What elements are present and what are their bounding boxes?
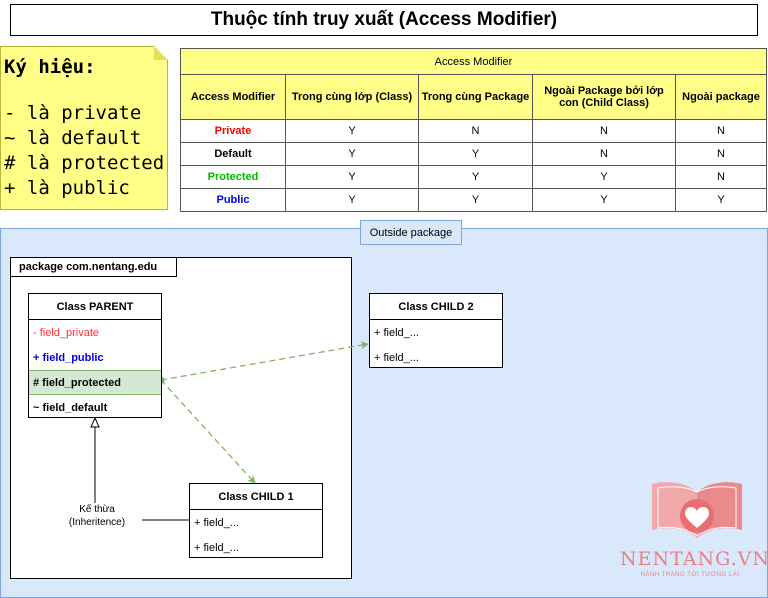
access-cell: Y: [418, 165, 533, 189]
access-cell: Y: [675, 188, 767, 212]
outside-package-label: Outside package: [360, 220, 462, 245]
legend-item-private: - là private: [4, 102, 142, 124]
logo-tagline: HÀNH TRANG TỚI TƯƠNG LAI: [640, 572, 740, 578]
access-cell: Y: [532, 165, 676, 189]
column-header: Ngoài package: [675, 74, 767, 120]
access-cell: Y: [418, 142, 533, 166]
access-cell: N: [418, 119, 533, 143]
column-header: Access Modifier: [180, 74, 286, 120]
package-label: package com.nentang.edu: [10, 257, 177, 277]
column-header: Trong cùng Package: [418, 74, 533, 120]
inheritance-label-text: Kế thừa(Inheritence): [68, 504, 126, 528]
class-parent-field: + field_public: [33, 351, 104, 364]
legend-title: Ký hiệu:: [4, 56, 96, 78]
access-modifier-table: Access Modifier Access Modifier Trong cù…: [180, 48, 767, 212]
class-child1-name: Class CHILD 1: [190, 484, 322, 510]
note-fold: [154, 46, 168, 60]
table-group-header: Access Modifier: [180, 48, 767, 75]
class-parent-field: ~ field_default: [33, 401, 108, 414]
legend-item-public: + là public: [4, 177, 130, 199]
inheritance-arrow-icon: [90, 416, 100, 428]
class-child1-field: + field_...: [194, 541, 239, 554]
column-header: Ngoài Package bởi lớp con (Child Class): [532, 74, 676, 120]
diagram-title: Thuộc tính truy xuất (Access Modifier): [10, 4, 758, 36]
class-child2-name: Class CHILD 2: [370, 294, 502, 320]
logo-text: NENTANG.VN: [620, 548, 768, 570]
class-parent-field: - field_private: [33, 326, 100, 339]
column-header: Trong cùng lớp (Class): [285, 74, 419, 120]
access-cell: N: [675, 142, 767, 166]
class-child1-field: + field_...: [194, 516, 239, 529]
book-heart-logo-icon: [652, 482, 742, 538]
modifier-cell: Protected: [180, 165, 286, 189]
modifier-cell: Public: [180, 188, 286, 212]
protected-to-child2-link: [160, 341, 369, 381]
class-parent: Class PARENT - field_private + field_publ…: [28, 293, 162, 418]
legend-item-protected: # là protected: [4, 152, 165, 174]
class-parent-field: # field_protected: [29, 370, 161, 395]
class-parent-name: Class PARENT: [29, 294, 161, 320]
legend-item-default: ~ là default: [4, 127, 142, 149]
modifier-cell: Default: [180, 142, 286, 166]
class-child2-field: + field_...: [374, 326, 419, 339]
access-cell: N: [532, 119, 676, 143]
protected-to-child1-link: [160, 379, 256, 484]
access-cell: Y: [285, 188, 419, 212]
inheritance-label: Kế thừa(Inheritence): [52, 503, 142, 529]
class-child2: Class CHILD 2 + field_... + field_...: [369, 293, 503, 368]
class-child2-field: + field_...: [374, 351, 419, 364]
access-cell: Y: [285, 119, 419, 143]
class-child1: Class CHILD 1 + field_... + field_...: [189, 483, 323, 558]
legend-note: Ký hiệu: - là private ~ là default # là …: [0, 46, 168, 210]
